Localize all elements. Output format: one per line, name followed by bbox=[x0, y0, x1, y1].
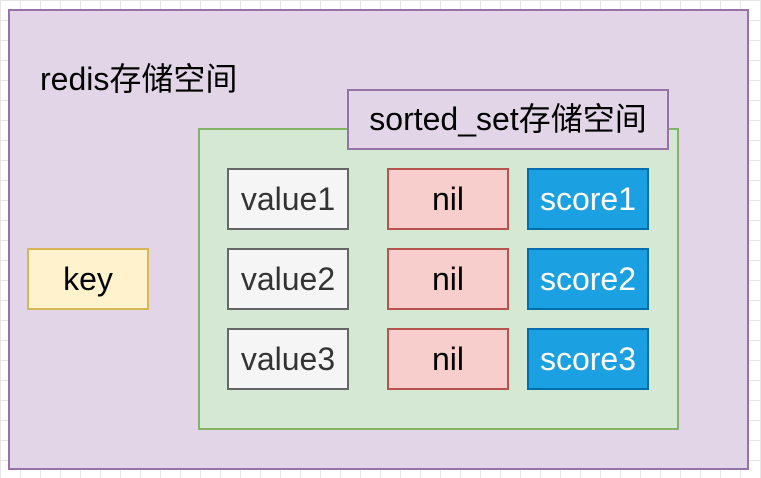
score-box-2: score2 bbox=[527, 248, 649, 310]
key-box: key bbox=[27, 248, 149, 310]
value-box-1: value1 bbox=[227, 168, 349, 230]
score-box-3: score3 bbox=[527, 328, 649, 390]
value-box-2: value2 bbox=[227, 248, 349, 310]
nil-box-3: nil bbox=[387, 328, 509, 390]
score-box-1: score1 bbox=[527, 168, 649, 230]
redis-storage-space-label: redis存储空间 bbox=[40, 61, 238, 97]
sorted-set-storage-space-label: sorted_set存储空间 bbox=[347, 89, 669, 150]
value-box-3: value3 bbox=[227, 328, 349, 390]
nil-box-2: nil bbox=[387, 248, 509, 310]
nil-box-1: nil bbox=[387, 168, 509, 230]
